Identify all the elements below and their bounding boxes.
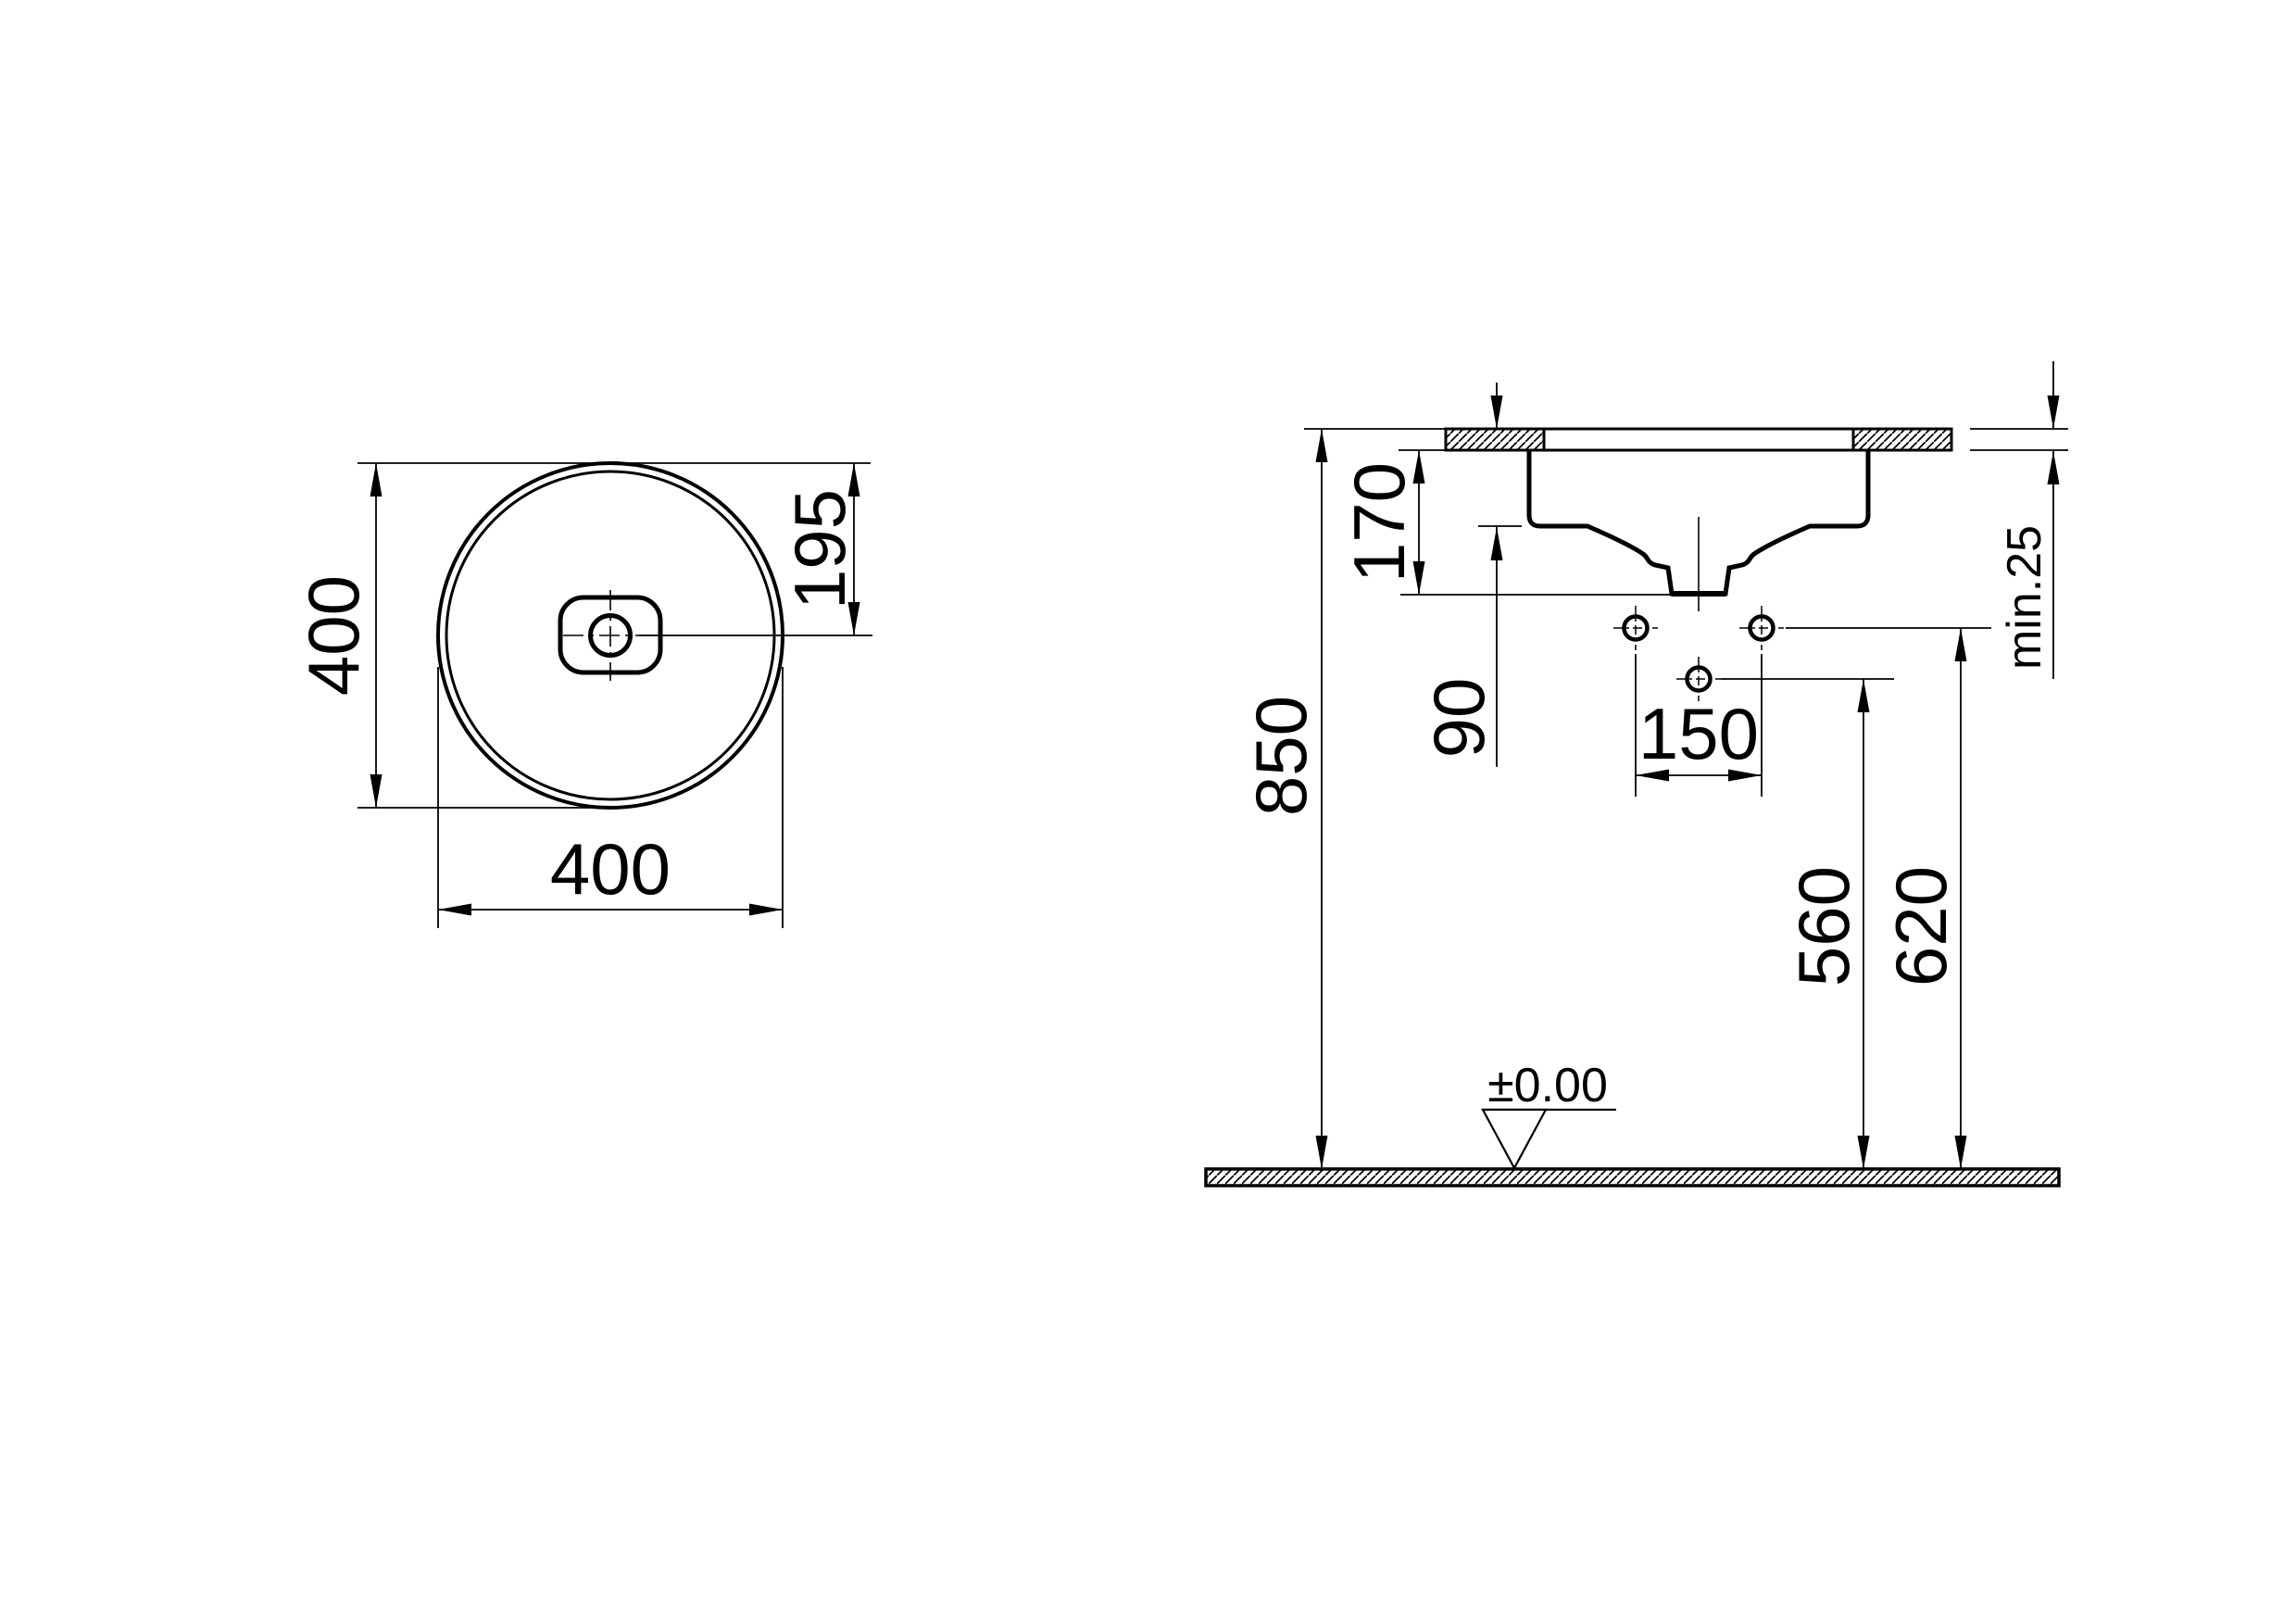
floor-section (1204, 1167, 2061, 1187)
arrowhead-up (1315, 429, 1328, 462)
dim-top-view-drain-offset: 195 (639, 463, 872, 636)
arrowhead-up (1954, 628, 1967, 661)
dim-outlet-height: 90 (1418, 525, 1522, 767)
dim-hole-spacing: 150 (1635, 654, 1763, 797)
arrowhead-down (1315, 1136, 1328, 1169)
floor-datum: ±0.00 (1481, 1059, 1616, 1171)
arrowhead-down (370, 774, 383, 808)
dim-label-height: 400 (293, 575, 374, 696)
dim-label-width: 400 (550, 828, 671, 910)
arrowhead-down (1954, 1136, 1967, 1169)
dim-label-hole-spacing: 150 (1638, 693, 1759, 774)
arrowhead-up (1490, 527, 1503, 560)
arrowhead-down (2047, 396, 2060, 429)
counter-hatch-left (1446, 429, 1544, 450)
counter-top-pointer (1490, 383, 1503, 429)
arrowhead-right (749, 903, 783, 916)
dim-label-basin-depth: 170 (1338, 462, 1420, 583)
arrowhead-down (1857, 1136, 1870, 1169)
datum-label: ±0.00 (1487, 1059, 1608, 1112)
arrowhead-up (370, 463, 383, 496)
dim-label-min-thickness: min.25 (1998, 525, 2051, 670)
counter-hatch-right (1853, 429, 1951, 450)
dim-label-counter-height: 850 (1240, 696, 1322, 816)
tap-holes (1613, 606, 1784, 701)
dim-top-view-width: 400 (437, 667, 784, 928)
top-view: 400 400 195 (293, 461, 872, 928)
dim-middle-hole-height: 560 (1721, 678, 1894, 1169)
dim-label-tap-hole-height: 620 (1880, 866, 1962, 986)
dim-tap-hole-height: 620 (1786, 627, 1991, 1169)
arrowhead-up (2047, 451, 2060, 484)
arrowhead-up (1857, 679, 1870, 712)
dim-min-counter-thickness: min.25 (1970, 361, 2068, 679)
dim-label-drain-offset: 195 (779, 489, 860, 609)
countertop-section (1444, 427, 1953, 452)
arrowhead-down (1490, 396, 1503, 429)
arrowhead-left (438, 903, 471, 916)
dim-counter-height: 850 (1240, 428, 1446, 1169)
front-view: ±0.00 850 170 90 (1204, 361, 2068, 1187)
dim-label-outlet-height: 90 (1418, 678, 1499, 759)
datum-triangle (1481, 1108, 1548, 1171)
dim-top-view-height: 400 (293, 462, 871, 809)
dim-label-middle-hole-height: 560 (1783, 866, 1864, 986)
dim-basin-depth: 170 (1338, 449, 1672, 596)
